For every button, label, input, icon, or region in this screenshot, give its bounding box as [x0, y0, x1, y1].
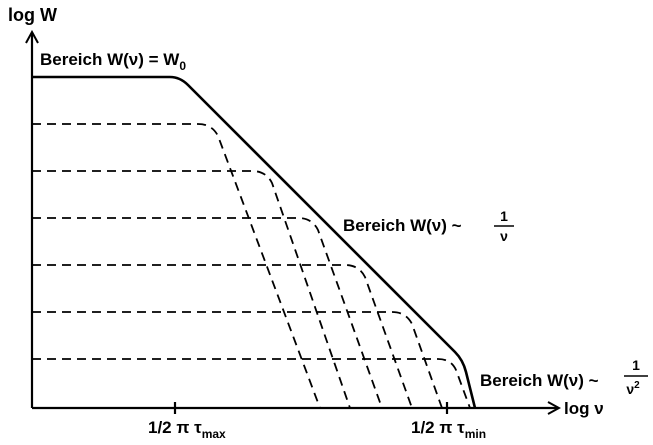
fraction-numerator: 1: [632, 357, 640, 373]
region-inverse-square-label: Bereich W(ν) ~ 1 ν2: [480, 357, 648, 397]
envelope-curve: [32, 75, 477, 409]
region-flat-label: Bereich W(ν) = W0: [40, 50, 186, 73]
fraction-denominator: ν2: [626, 380, 640, 397]
region-inverse-label: Bereich W(ν) ~ 1 ν: [343, 208, 514, 244]
x-axis-label: log ν: [564, 399, 604, 418]
dashed-curve-3: [32, 217, 383, 409]
dashed-curve-1: [32, 123, 321, 409]
dashed-curve-2: [32, 170, 351, 409]
y-axis-label: log W: [8, 5, 57, 25]
fraction-denominator: ν: [500, 228, 508, 244]
svg-text:Bereich W(ν) ~: Bereich W(ν) ~: [343, 216, 462, 235]
tick-label-tau-min: 1/2 π τmin: [411, 418, 486, 441]
dashed-curve-6: [32, 358, 471, 409]
svg-text:Bereich W(ν) ~: Bereich W(ν) ~: [480, 371, 599, 390]
dashed-curve-4: [32, 264, 413, 409]
tick-label-tau-max: 1/2 π τmax: [148, 418, 226, 441]
dashed-curve-5: [32, 311, 443, 409]
fraction-numerator: 1: [500, 208, 508, 224]
